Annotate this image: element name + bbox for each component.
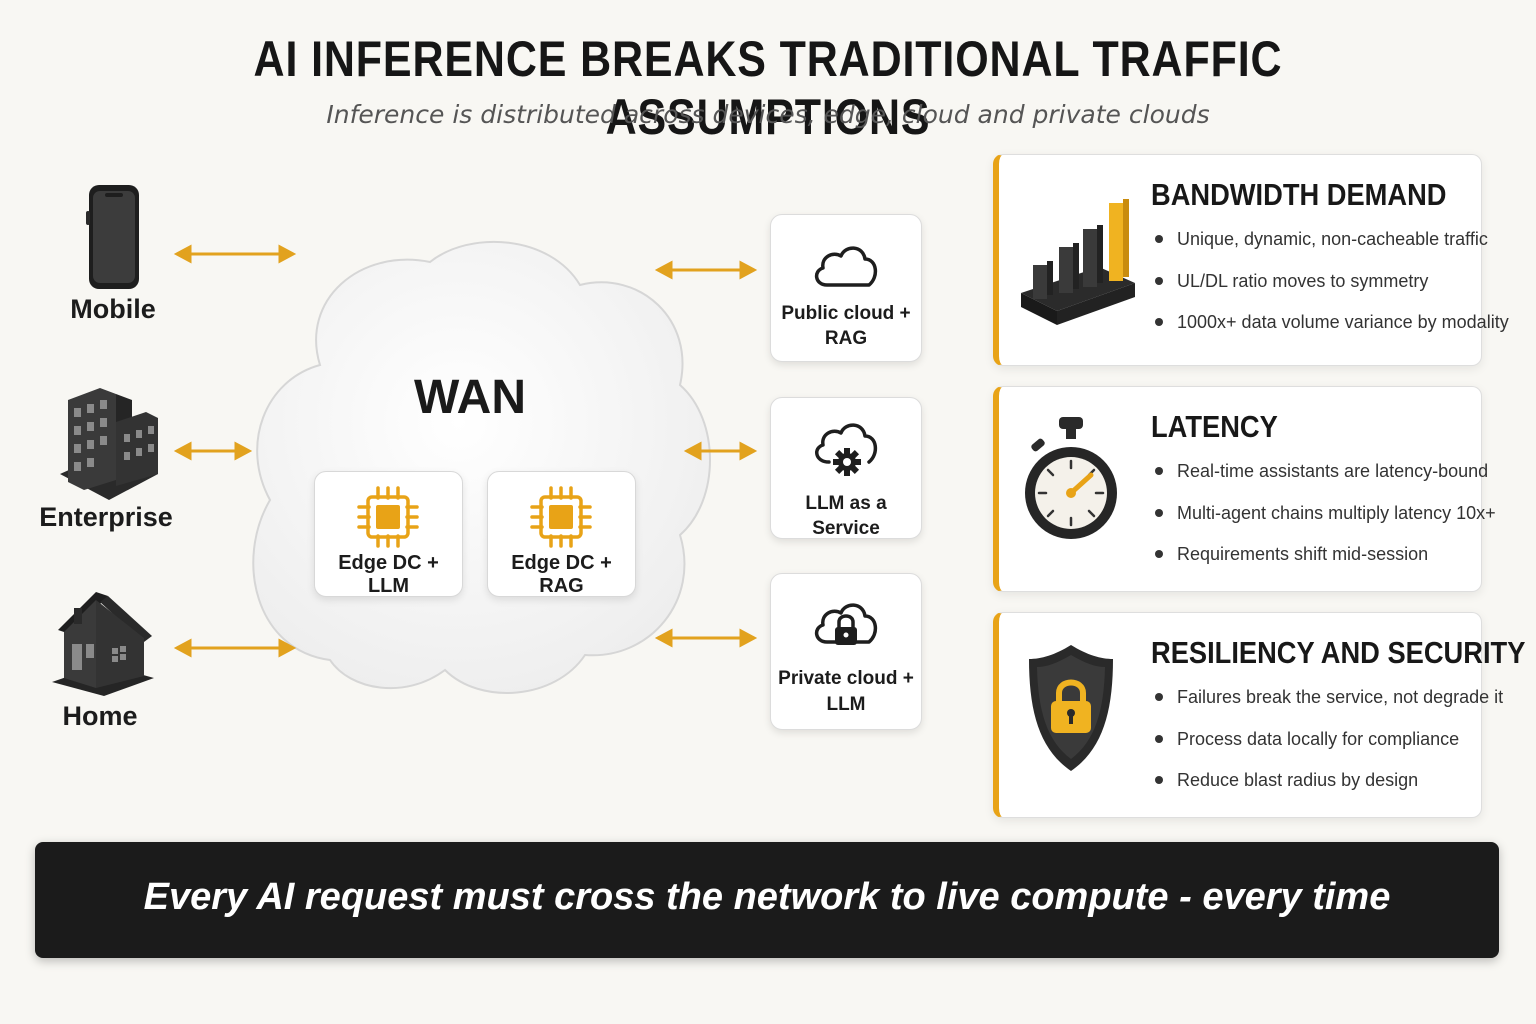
source-label-mobile: Mobile <box>70 294 156 324</box>
service-card-llm-service: LLM as a Service <box>770 397 922 539</box>
bullet-item: 1000x+ data volume variance by modality <box>1155 312 1509 354</box>
edge-node-label: Edge DC + RAG <box>511 552 612 597</box>
service-label-line: Private cloud + <box>778 668 914 689</box>
bullet-item: Unique, dynamic, non-cacheable traffic <box>1155 229 1509 271</box>
stopwatch-icon <box>1021 413 1121 558</box>
service-label-line: LLM as a Service <box>805 493 887 539</box>
panel-resiliency-security: RESILIENCY AND SECURITY Failures break t… <box>993 612 1525 818</box>
bullet-item: Reduce blast radius by design <box>1155 770 1503 812</box>
panel-title: LATENCY <box>1151 409 1278 444</box>
bullet-item: Multi-agent chains multiply latency 10x+ <box>1155 503 1496 545</box>
service-card-public-cloud: Public cloud + RAG <box>770 214 922 362</box>
service-label-line: RAG <box>824 328 868 349</box>
arrow-mobile-wan <box>173 244 297 264</box>
arrow-wan-public-cloud <box>654 260 758 280</box>
service-label-line: LLM <box>826 694 866 715</box>
bar-chart-icon <box>1017 197 1139 342</box>
bullet-list: Unique, dynamic, non-cacheable traffic U… <box>1155 229 1509 354</box>
panel-title: BANDWIDTH DEMAND <box>1151 177 1447 212</box>
bullet-item: Failures break the service, not degrade … <box>1155 687 1503 729</box>
wan-cloud-shape <box>252 240 711 694</box>
arrow-home-wan <box>173 638 297 658</box>
source-label-enterprise: Enterprise <box>39 502 173 532</box>
panel-title: RESILIENCY AND SECURITY <box>1151 635 1526 670</box>
cloud-lock-icon <box>811 598 881 657</box>
bullet-item: Process data locally for compliance <box>1155 729 1503 771</box>
edge-node-label: Edge DC + LLM <box>338 552 439 597</box>
cloud-gear-icon <box>811 420 881 483</box>
footer-banner-text: Every AI request must cross the network … <box>143 876 1391 918</box>
bullet-list: Real-time assistants are latency-bound M… <box>1155 461 1496 586</box>
chip-icon <box>355 484 421 555</box>
edge-node-rag: Edge DC + RAG <box>487 471 636 597</box>
page-title: AI INFERENCE BREAKS TRADITIONAL TRAFFIC … <box>253 31 1283 145</box>
arrow-enterprise-wan <box>173 441 253 461</box>
wan-label: WAN <box>414 371 526 424</box>
panel-latency: LATENCY Real-time assistants are latency… <box>993 386 1496 592</box>
bullet-item: Real-time assistants are latency-bound <box>1155 461 1496 503</box>
cloud-icon <box>811 241 881 294</box>
smartphone-icon <box>83 183 143 291</box>
footer-banner: Every AI request must cross the network … <box>35 842 1499 958</box>
bullet-list: Failures break the service, not degrade … <box>1155 687 1503 812</box>
page-subtitle: Inference is distributed across devices,… <box>326 100 1210 129</box>
edge-node-llm: Edge DC + LLM <box>314 471 463 597</box>
source-label-home: Home <box>62 701 138 731</box>
bullet-item: UL/DL ratio moves to symmetry <box>1155 271 1509 313</box>
service-card-private-cloud: Private cloud + LLM <box>770 573 922 730</box>
panel-bandwidth-demand: BANDWIDTH DEMAND Unique, dynamic, non-ca… <box>993 154 1509 366</box>
arrow-wan-llm-service <box>683 441 758 461</box>
chip-icon <box>528 484 594 555</box>
service-label-line: Public cloud + <box>781 303 911 324</box>
office-building-icon <box>54 372 164 504</box>
bullet-item: Requirements shift mid-session <box>1155 544 1496 586</box>
house-icon <box>48 586 158 698</box>
arrow-wan-private-cloud <box>654 628 758 648</box>
shield-lock-icon <box>1025 641 1117 780</box>
